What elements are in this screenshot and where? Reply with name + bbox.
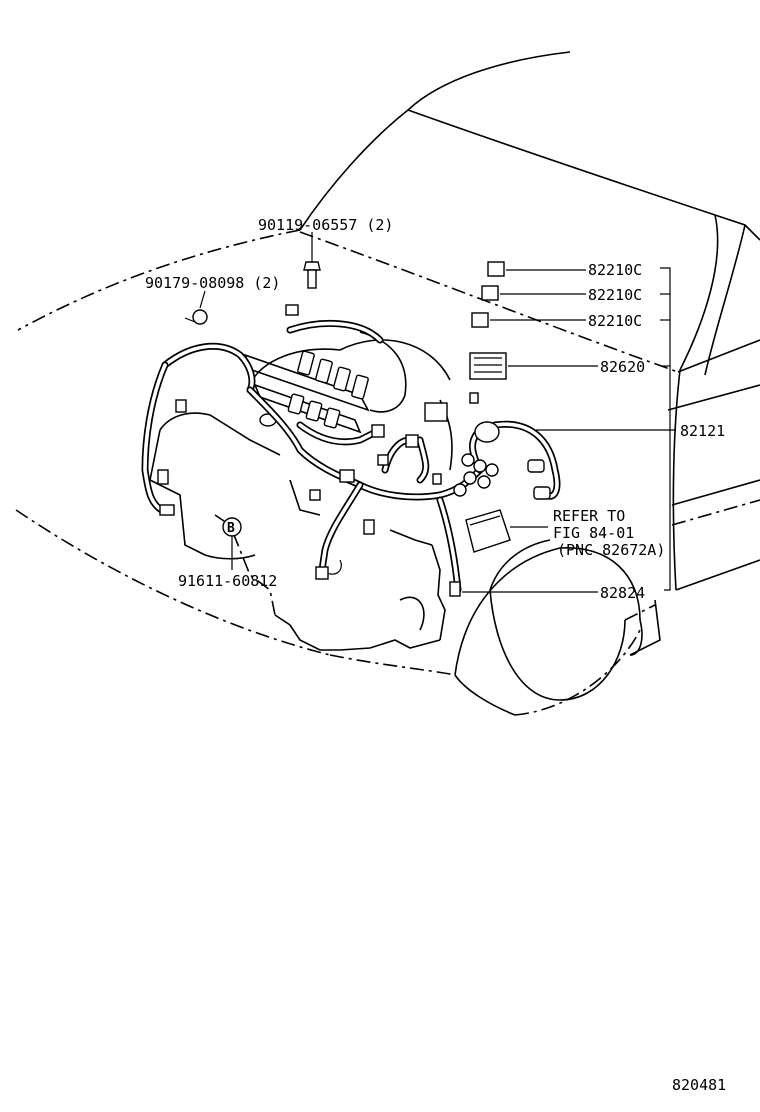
label-relay-2: 82210C [588, 286, 642, 304]
ecu-box [465, 509, 511, 553]
label-note-line3: (PNC 82672A) [557, 541, 665, 559]
harness-connectors [157, 304, 551, 580]
label-note-line1: REFER TO [553, 507, 625, 525]
label-relay-block: 82620 [600, 358, 645, 376]
car-body-outline [15, 51, 760, 716]
relay-2-shape [481, 285, 499, 301]
label-clip-bottom: 91611-60812 [178, 572, 277, 590]
clip-marker-letter: B [227, 521, 235, 536]
relays [469, 261, 507, 380]
clip-marker: B [222, 517, 242, 537]
sensor-part [449, 581, 461, 597]
relay-1-shape [487, 261, 505, 277]
bolt-icon [303, 261, 321, 289]
relay-3-shape [471, 312, 489, 328]
label-note-line2: FIG 84-01 [553, 524, 634, 542]
cylinder-head [243, 331, 407, 434]
grommet-icon [192, 309, 208, 325]
relay-block-shape [469, 352, 507, 380]
label-engine-harness: 82121 [680, 422, 725, 440]
diagram-id: 820481 [672, 1076, 726, 1094]
label-relay-1: 82210C [588, 261, 642, 279]
label-sensor: 82824 [600, 584, 645, 602]
label-grommet-left: 90179-08098 (2) [145, 274, 280, 292]
label-relay-3: 82210C [588, 312, 642, 330]
callout-labels: 90119-06557 (2) 90179-08098 (2) 91611-60… [145, 216, 725, 602]
label-bolt-top: 90119-06557 (2) [258, 216, 393, 234]
leader-lines [184, 232, 676, 593]
